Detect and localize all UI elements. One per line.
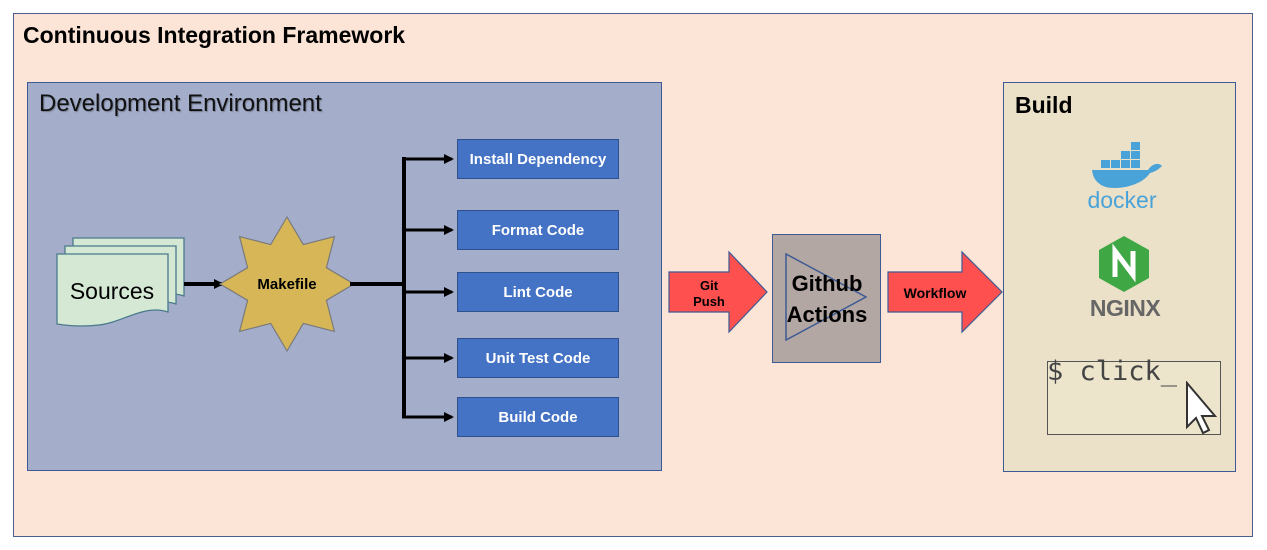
github-actions-label: Github Actions	[774, 266, 880, 332]
step-install-dependency: Install Dependency	[457, 139, 619, 179]
workflow-arrow	[887, 250, 1003, 334]
nginx-logo-text: NGINX	[1089, 295, 1161, 321]
workflow-label: Workflow	[903, 285, 967, 301]
step-unit-test-code: Unit Test Code	[457, 338, 619, 378]
sources-label: Sources	[69, 277, 155, 304]
step-arrows	[402, 154, 454, 422]
git-push-label-line2: Push	[693, 294, 725, 309]
step-lint-code: Lint Code	[457, 272, 619, 312]
git-push-label: Git Push	[676, 276, 742, 312]
sources-document-stack	[56, 237, 185, 327]
docker-whale-icon	[1092, 142, 1162, 188]
github-actions-label-line1: Github	[791, 271, 863, 296]
click-cursor-icon	[1186, 381, 1218, 435]
development-environment-title: Development Environment	[39, 90, 322, 117]
github-actions-play-icon	[785, 252, 868, 342]
git-push-arrow	[668, 250, 768, 334]
step-build-code: Build Code	[457, 397, 619, 437]
nginx-hexagon-icon	[1099, 236, 1149, 292]
makefile-label: Makefile	[257, 275, 317, 293]
makefile-star-shape	[218, 215, 356, 353]
click-logo-text: $ click_	[1047, 356, 1178, 387]
build-title: Build	[1015, 92, 1073, 118]
git-push-label-line1: Git	[699, 278, 719, 293]
step-format-code: Format Code	[457, 210, 619, 250]
diagram-title: Continuous Integration Framework	[23, 22, 406, 48]
docker-logo-text: docker	[1087, 187, 1157, 213]
github-actions-label-line2: Actions	[786, 302, 868, 327]
